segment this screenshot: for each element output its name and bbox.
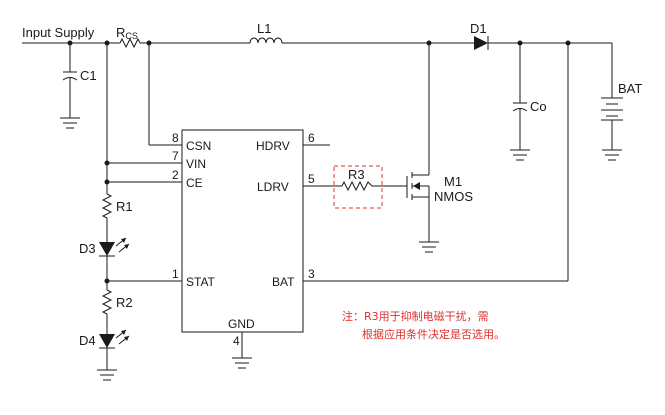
r2-label: R2 [116,295,133,310]
ic-pin-name: CSN [186,139,211,153]
ground-symbol [419,241,439,253]
ic-pin-name: HDRV [256,139,290,153]
r3-optional-box [333,165,383,209]
ic-pin-number: 8 [172,131,179,145]
capacitor-c1: C1 [62,68,97,83]
ic-pin-number: 1 [172,267,179,281]
ic-pin-name: BAT [272,275,295,289]
ic-pin-name: GND [228,317,255,331]
junction-dot [67,40,73,46]
ic-pin-number: 5 [308,172,315,186]
junction-dot [517,40,523,46]
d3-arrow [124,244,129,249]
ic-pin-name: VIN [186,157,206,171]
bat-label: BAT [618,81,642,96]
m1-type: NMOS [434,189,473,204]
d4-body [99,334,115,348]
led-d3: D3 [79,237,130,257]
d3-arrow [121,238,126,243]
diode-d1: D1 [470,21,489,50]
battery-bat: BAT [601,81,642,121]
resistor-rcs: RCS [116,25,141,49]
resistor-r2: R2 [101,289,133,315]
capacitor-co: Co [512,99,547,114]
r3-note-line1: 注：R3用于抑制电磁干扰，需 [342,309,489,323]
junction-dot [426,40,432,46]
m1-label: M1 [444,174,462,189]
rcs-label-main: R [116,25,125,40]
led-d4: D4 [79,329,130,349]
junction-dot [104,160,110,166]
r3-label: R3 [348,167,365,182]
d3-label: D3 [79,241,96,256]
resistor-r3: R3 [333,165,383,209]
input-supply-label: Input Supply [22,25,95,40]
ic-pin-number: 3 [308,267,315,281]
junctions [67,40,571,284]
ground-symbol [232,357,252,369]
charger-ic: 8 CSN 7 VIN 2 CE 1 STAT 6 HDRV 5 LDRV 3 … [172,129,315,348]
d4-label: D4 [79,333,96,348]
c1-label: C1 [80,68,97,83]
junction-dot [104,179,110,185]
ic-pin-number: 2 [172,168,179,182]
d4-arrow [124,336,129,341]
wires [22,42,613,370]
ic-pin-name: STAT [186,275,216,289]
junction-dot [104,40,110,46]
ic-pin-number: 7 [172,149,179,163]
r3-note-line2: 根据应用条件决定是否选用。 [362,327,505,341]
rcs-label: RCS [116,25,138,41]
ground-symbol [602,149,622,161]
l1-label: L1 [257,21,271,36]
ic-pin-number: 6 [308,131,315,145]
m1-arrow [413,182,420,190]
ground-symbol [510,149,530,161]
rcs-label-sub: CS [125,31,138,41]
inductor-l1: L1 [249,21,283,44]
junction-dot [565,40,571,46]
resistor-r1: R1 [101,193,133,219]
mosfet-m1: M1 NMOS [406,170,473,204]
d3-body [99,242,115,256]
ic-pin-number: 4 [233,334,240,348]
r1-label: R1 [116,199,133,214]
junction-dot [146,40,152,46]
ic-pin-name: LDRV [257,180,289,194]
d4-arrow [121,330,126,335]
junction-dot [104,278,110,284]
co-label: Co [530,99,547,114]
ic-pin-name: CE [186,176,203,190]
ground-symbol [60,117,80,129]
d1-label: D1 [470,21,487,36]
d1-body [474,36,488,50]
ground-symbol [97,369,117,381]
